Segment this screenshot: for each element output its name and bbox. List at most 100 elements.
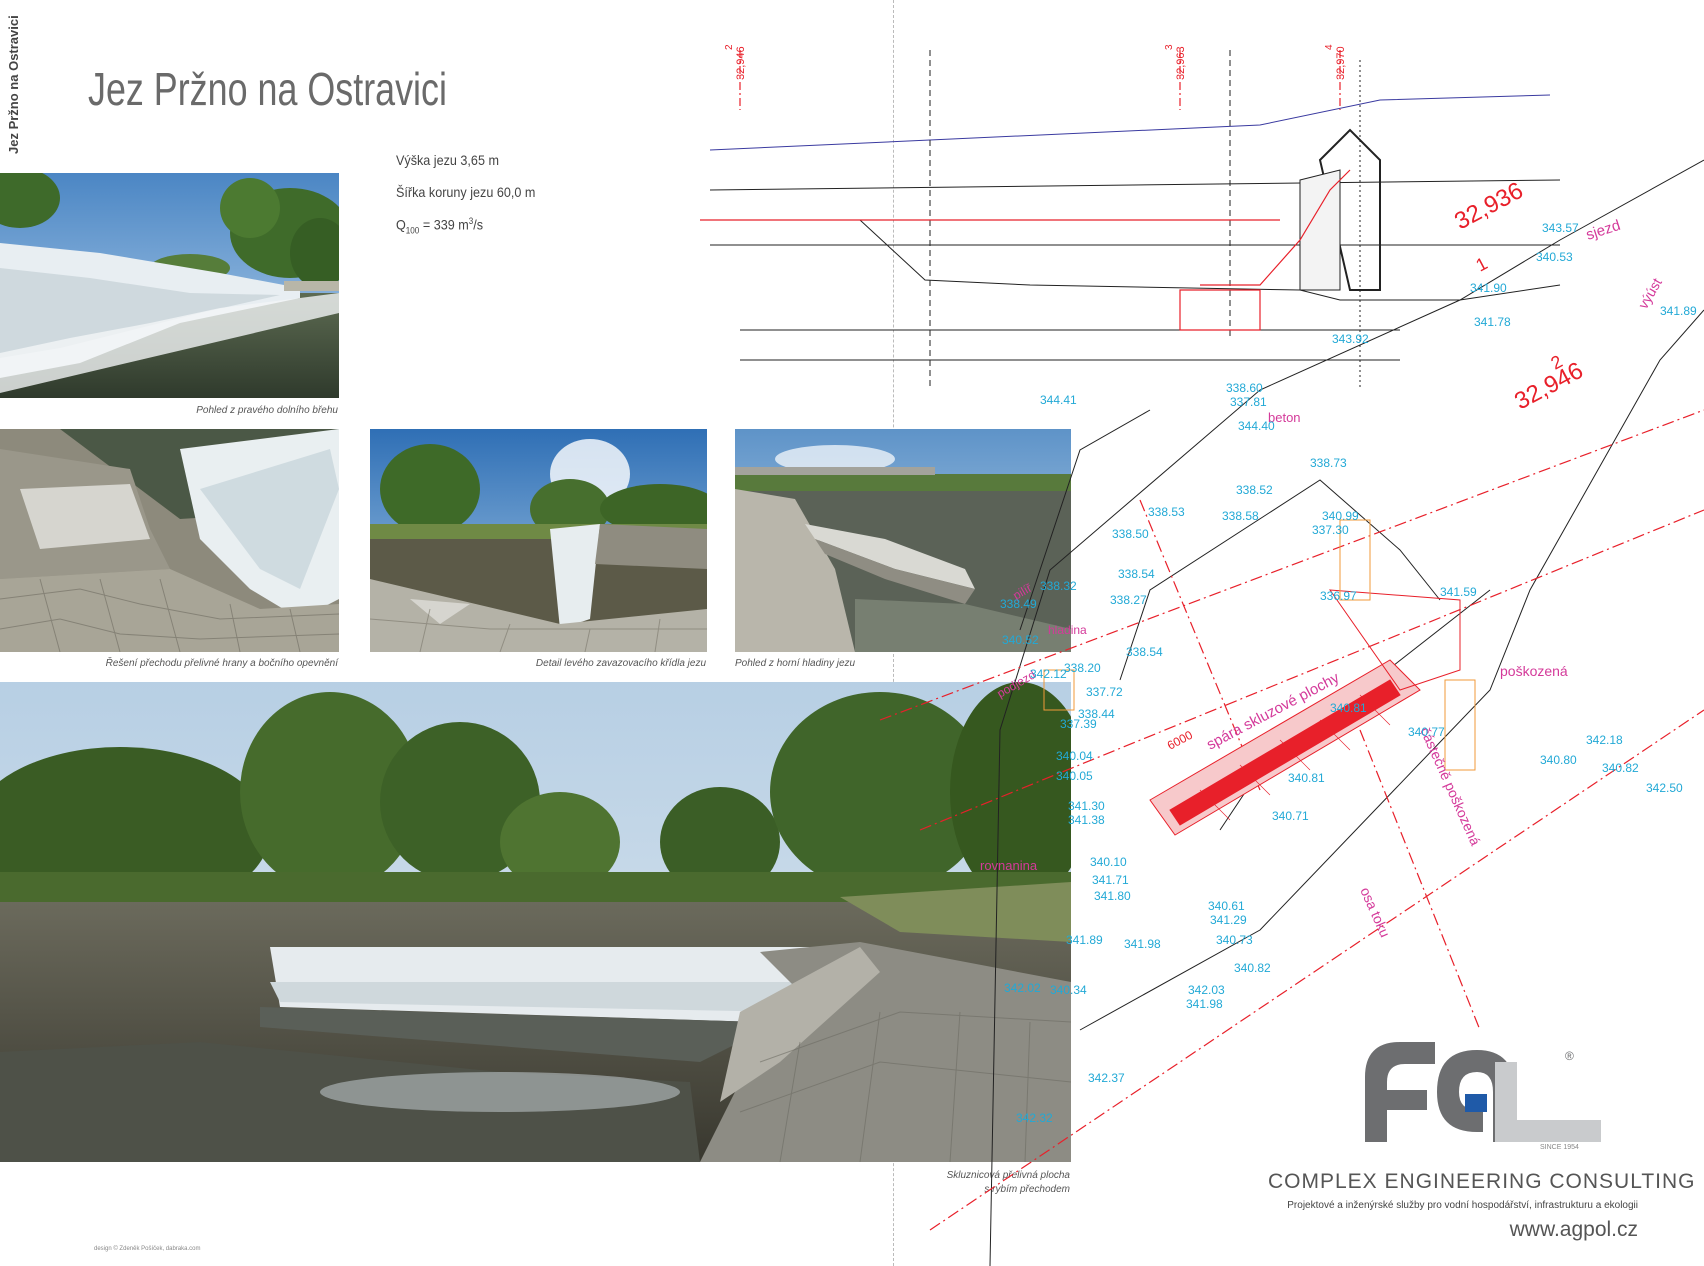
elev-30: 340.71	[1272, 809, 1309, 823]
elev-35: 341.29	[1210, 913, 1247, 927]
elev-42: 342.37	[1088, 1071, 1125, 1085]
caption-photo-5-line2: s rybím přechodem	[984, 1184, 1070, 1195]
elev-20: 337.72	[1086, 685, 1123, 699]
label-rovnanina: rovnanina	[980, 858, 1038, 873]
elev-55: 337.30	[1312, 523, 1349, 537]
elev-11: 338.73	[1310, 456, 1347, 470]
elev-19: 338.20	[1064, 661, 1101, 675]
elev-14: 338.58	[1222, 509, 1259, 523]
photo-panorama-weir	[0, 682, 1071, 1162]
label-sjezd: sjezd	[1584, 217, 1623, 244]
caption-photo-4: Pohled z horní hladiny jezu	[735, 658, 856, 669]
dim-6000: 6000	[1165, 728, 1195, 753]
photo-overflow-edge	[0, 429, 339, 652]
elev-43: 342.32	[1016, 1111, 1053, 1125]
spec-q-unit: /s	[473, 216, 484, 233]
elev-22: 337.39	[1060, 717, 1097, 731]
section-view	[709, 50, 1561, 390]
elev-26: 341.38	[1068, 813, 1105, 827]
elev-24: 340.05	[1056, 769, 1093, 783]
elev-15: 338.50	[1112, 527, 1149, 541]
elev-9: 344.41	[1040, 393, 1077, 407]
chainage-left: 32,946	[735, 46, 747, 80]
elev-16: 338.54	[1118, 567, 1155, 581]
elev-54: 340.82	[1602, 761, 1639, 775]
elev-7: 338.60	[1226, 381, 1263, 395]
elev-39: 341.98	[1124, 937, 1161, 951]
spec-height: Výška jezu 3,65 m	[396, 152, 499, 168]
elev-53: 342.50	[1646, 781, 1683, 795]
orange-hatch	[1043, 519, 1476, 771]
caption-photo-5-line1: Skluznicová přelivná plocha	[946, 1170, 1070, 1181]
elev-38: 341.89	[1066, 933, 1103, 947]
label-poskozena: poškozená	[1500, 663, 1568, 679]
elev-50: 341.59	[1440, 585, 1477, 599]
elev-47: 338.49	[1000, 597, 1037, 611]
elev-17: 338.27	[1110, 593, 1147, 607]
elev-27: 340.10	[1090, 855, 1127, 869]
weir-crest	[1149, 589, 1461, 836]
elev-18: 338.54	[1126, 645, 1163, 659]
company-name: COMPLEX ENGINEERING CONSULTING	[1268, 1170, 1696, 1193]
elev-44: 342.02	[1004, 981, 1041, 995]
page-title: Jez Pržno na Ostravici	[88, 63, 447, 115]
elev-4: 341.78	[1474, 315, 1511, 329]
spec-discharge: Q100 = 339 m3/s	[396, 216, 483, 235]
elev-28: 341.71	[1092, 873, 1129, 887]
elev-49: 340.99	[1322, 509, 1359, 523]
elev-10: 344.40	[1238, 419, 1275, 433]
chainage-mid-num: 3	[1164, 44, 1175, 50]
label-hladina: hladina	[1048, 623, 1087, 637]
elev-25: 341.30	[1068, 799, 1105, 813]
elev-51: 340.80	[1540, 753, 1577, 767]
side-label: Jez Pržno na Ostravici	[6, 15, 21, 154]
photo-left-wing	[370, 429, 707, 652]
spec-q-prefix: Q	[396, 216, 406, 233]
elev-12: 338.52	[1236, 483, 1273, 497]
label-beton: beton	[1268, 410, 1301, 425]
chainage-right-num: 4	[1324, 44, 1335, 50]
elev-37: 340.82	[1234, 961, 1271, 975]
chainage-left-num: 2	[724, 44, 735, 50]
website-link[interactable]: www.agpol.cz	[1509, 1218, 1638, 1241]
elev-13: 338.53	[1148, 505, 1185, 519]
elev-41: 341.98	[1186, 997, 1223, 1011]
label-castecne: částečně poškozená	[1417, 725, 1484, 848]
plan-dashdot	[879, 409, 1704, 1231]
elev-1: 343.57	[1542, 221, 1579, 235]
elev-46: 342.12	[1030, 667, 1067, 681]
elev-33: 340.81	[1288, 771, 1325, 785]
elev-21: 338.44	[1078, 707, 1115, 721]
chainage-mid: 32,963	[1175, 46, 1187, 80]
since-1954: SINCE 1954	[1540, 1144, 1579, 1151]
design-credit: design © Zdeněk Pošíček, dabraka.com	[94, 1246, 201, 1252]
elev-23: 340.04	[1056, 749, 1093, 763]
elev-5: 341.89	[1660, 304, 1697, 318]
caption-photo-3: Detail levého zavazovacího křídla jezu	[535, 658, 706, 669]
elev-52: 342.18	[1586, 733, 1623, 747]
elev-56: 338.32	[1040, 579, 1077, 593]
section-red	[700, 50, 1351, 331]
elev-32: 340.77	[1408, 725, 1445, 739]
elev-40: 342.03	[1188, 983, 1225, 997]
photo-weir-right-bank	[0, 173, 339, 398]
elev-34: 340.61	[1208, 899, 1245, 913]
caption-photo-2: Řešení přechodu přelivné hrany a bočního…	[105, 658, 338, 669]
plan-chainage-1-num: 1	[1472, 253, 1490, 275]
spec-width: Šířka koruny jezu 60,0 m	[396, 184, 536, 200]
caption-photo-1: Pohled z pravého dolního břehu	[196, 405, 338, 416]
elev-45: 340.34	[1050, 983, 1087, 997]
elev-8: 337.81	[1230, 395, 1267, 409]
spec-q-value: = 339 m	[419, 216, 469, 233]
company-tagline: Projektové a inženýrské služby pro vodní…	[1287, 1200, 1638, 1211]
elev-57: 336.97	[1320, 589, 1357, 603]
plan-chainage-1: 32,936	[1450, 177, 1527, 235]
spec-q-sub: 100	[405, 225, 420, 236]
label-osa-toku: osa toku	[1357, 885, 1393, 940]
registered-mark: ®	[1565, 1049, 1574, 1063]
elev-3: 341.90	[1470, 281, 1507, 295]
plan-chainage-2: 32,946	[1510, 357, 1587, 415]
elev-36: 340.73	[1216, 933, 1253, 947]
photo-upper-water	[735, 429, 1071, 652]
elev-29: 341.80	[1094, 889, 1131, 903]
